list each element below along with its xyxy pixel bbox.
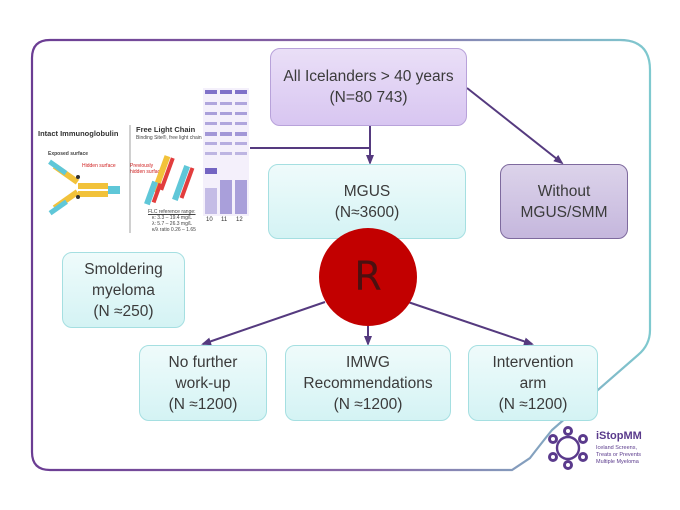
figure-exposed-surface: Exposed surface bbox=[48, 151, 89, 157]
node-arm3-count: (N ≈1200) bbox=[498, 395, 568, 413]
gel-lane-label: 12 bbox=[236, 217, 243, 223]
logo-tagline-line: Multiple Myeloma bbox=[596, 459, 639, 465]
figure-hidden-surface: Hidden surface bbox=[82, 163, 116, 169]
molecule-logo-icon bbox=[548, 426, 588, 470]
node-arm1-line2: work-up bbox=[175, 374, 231, 392]
antibody-illustration bbox=[48, 125, 195, 233]
node-without-line2: MGUS/SMM bbox=[520, 203, 608, 221]
node-all-icelanders-title: All Icelanders > 40 years bbox=[283, 68, 454, 85]
node-arm2-line1: IMWG bbox=[346, 353, 390, 371]
figure-right-subtitle: Binding Site®, free light chain assay bbox=[136, 135, 217, 141]
node-arm1-count: (N ≈1200) bbox=[168, 395, 238, 413]
figure-ref-kappa: κ: 3.3 – 19.4 mg/L bbox=[152, 215, 193, 221]
node-mgus: MGUS (N≈3600) bbox=[268, 164, 466, 239]
figure-ref-title: FLC reference range: bbox=[148, 209, 196, 215]
node-imwg-recommendations: IMWG Recommendations (N ≈1200) bbox=[285, 345, 451, 421]
node-smoldering-count: (N ≈250) bbox=[93, 302, 154, 320]
logo-tagline: Iceland Screens, Treats or Prevents Mult… bbox=[596, 445, 641, 466]
node-arm2-line2: Recommendations bbox=[303, 374, 433, 392]
node-without-line1: Without bbox=[537, 182, 591, 200]
figure-ref-ratio: κ/λ ratio 0.26 – 1.65 bbox=[152, 227, 196, 233]
logo-name: iStopMM bbox=[596, 430, 642, 442]
node-arm3-line2: arm bbox=[519, 374, 547, 392]
node-without-mgus-smm: Without MGUS/SMM bbox=[500, 164, 628, 239]
gel-lane-label: 10 bbox=[206, 217, 213, 223]
randomization-label: R bbox=[354, 254, 382, 300]
istopmm-logo: iStopMM Iceland Screens, Treats or Preve… bbox=[545, 425, 665, 475]
randomization-circle: R bbox=[319, 228, 417, 326]
node-intervention-arm: Intervention arm (N ≈1200) bbox=[468, 345, 598, 421]
node-arm1-line1: No further bbox=[168, 353, 238, 371]
node-all-icelanders: All Icelanders > 40 years (N=80 743) bbox=[270, 48, 467, 126]
gel-lanes bbox=[203, 88, 249, 216]
node-mgus-title: MGUS bbox=[343, 182, 391, 200]
node-smoldering-myeloma: Smoldering myeloma (N ≈250) bbox=[62, 252, 185, 328]
figure-left-title: Intact Immunoglobulin bbox=[38, 129, 119, 138]
electrophoresis-gel: 10 11 12 bbox=[203, 88, 249, 230]
logo-tagline-line: Treats or Prevents bbox=[596, 452, 642, 458]
figure-right-title: Free Light Chain bbox=[136, 125, 196, 134]
arrow-root-to-without bbox=[466, 87, 564, 165]
node-mgus-count: (N≈3600) bbox=[334, 203, 400, 221]
node-no-further-workup: No further work-up (N ≈1200) bbox=[139, 345, 267, 421]
node-arm2-count: (N ≈1200) bbox=[333, 395, 403, 413]
node-smoldering-line2: myeloma bbox=[92, 281, 155, 299]
arrow-r-to-arm1 bbox=[201, 301, 326, 346]
node-arm3-line1: Intervention bbox=[492, 353, 574, 371]
node-smoldering-line1: Smoldering bbox=[84, 260, 163, 278]
logo-tagline-line: Iceland Screens, bbox=[596, 445, 637, 451]
arrow-r-to-arm3 bbox=[407, 301, 534, 346]
figure-ref-lambda: λ: 5.7 – 26.3 mg/L bbox=[152, 221, 193, 227]
node-all-icelanders-count: (N=80 743) bbox=[329, 89, 408, 106]
gel-lane-label: 11 bbox=[221, 217, 228, 223]
figure-previously-hidden: Previously hidden surface bbox=[130, 163, 163, 175]
